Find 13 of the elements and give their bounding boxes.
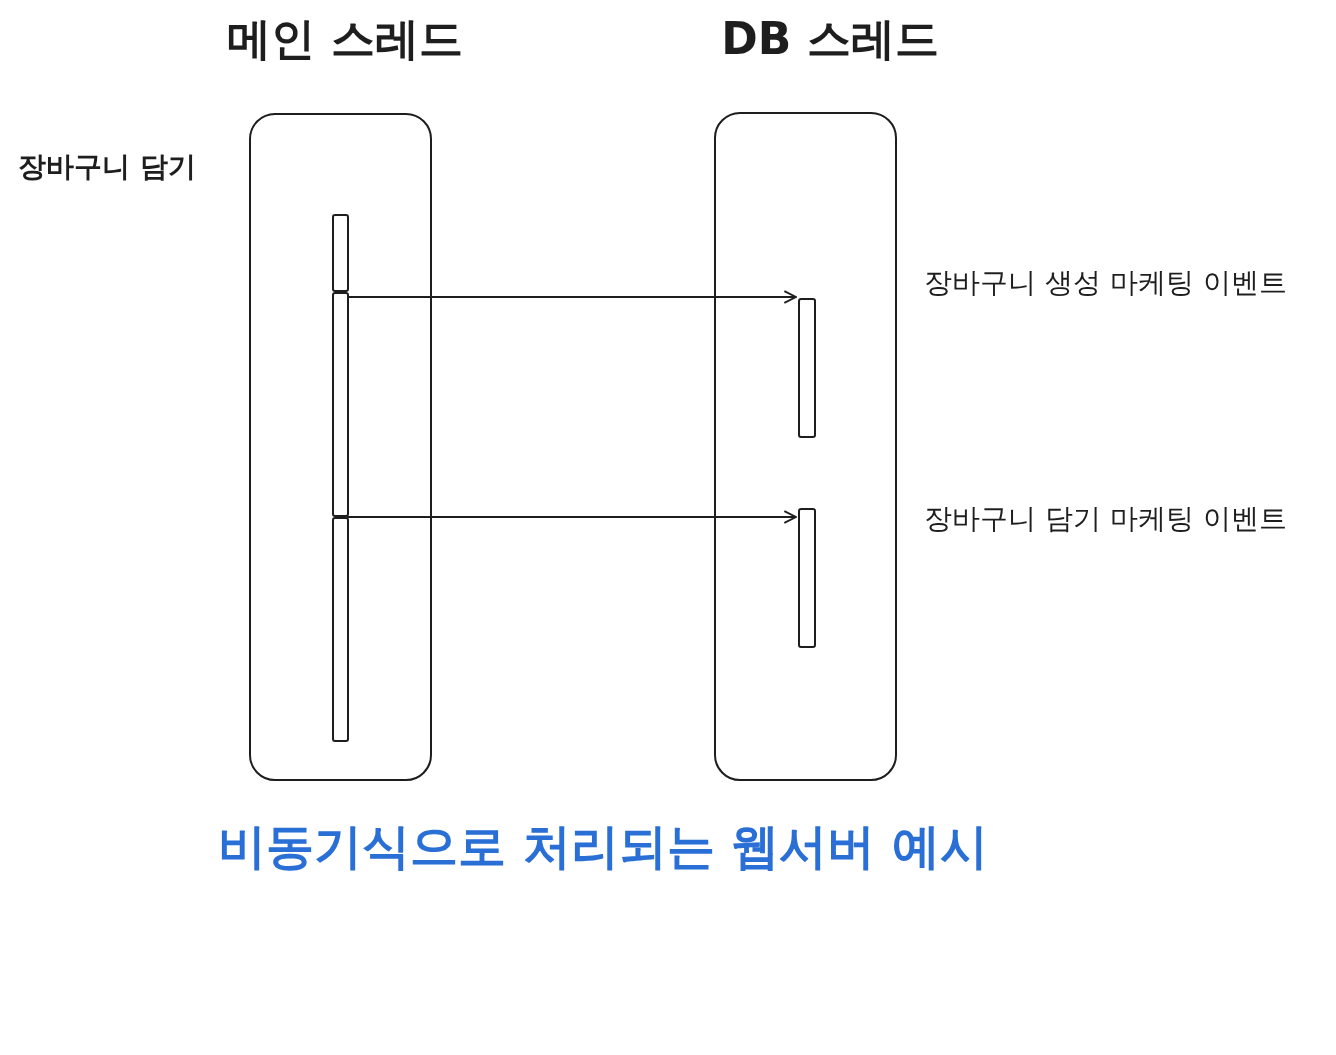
- activation-bar: [332, 517, 349, 742]
- arrow: [346, 510, 797, 524]
- arrow: [346, 290, 797, 304]
- activation-bar: [798, 298, 816, 438]
- action-label: 장바구니 담기: [18, 150, 196, 184]
- event-label: 장바구니 담기 마케팅 이벤트: [924, 502, 1287, 536]
- thread-heading: DB 스레드: [720, 15, 940, 64]
- activation-bar: [798, 508, 816, 648]
- activation-bar: [332, 214, 349, 292]
- caption: 비동기식으로 처리되는 웹서버 예시: [218, 818, 989, 876]
- event-label: 장바구니 생성 마케팅 이벤트: [924, 266, 1287, 300]
- activation-bar: [332, 292, 349, 517]
- thread-heading: 메인 스레드: [226, 15, 464, 64]
